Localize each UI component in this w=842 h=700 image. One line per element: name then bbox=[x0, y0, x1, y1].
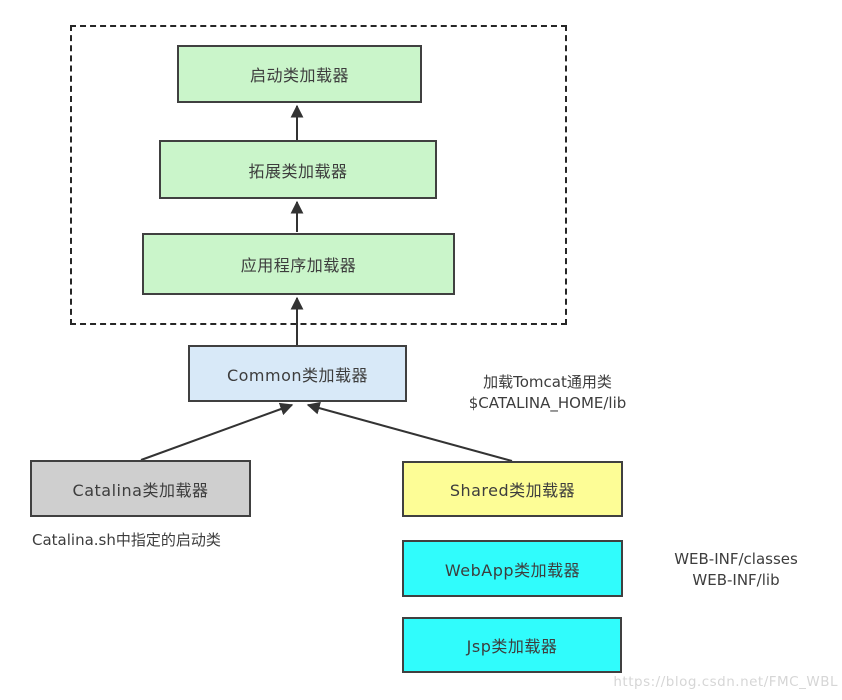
extension-classloader-box: 拓展类加载器 bbox=[159, 140, 437, 199]
bootstrap-classloader-box: 启动类加载器 bbox=[177, 45, 422, 103]
common-classloader-box: Common类加载器 bbox=[188, 345, 407, 402]
application-classloader-box: 应用程序加载器 bbox=[142, 233, 455, 295]
watermark-url: https://blog.csdn.net/FMC_WBL bbox=[613, 674, 838, 690]
catalina-classloader-box: Catalina类加载器 bbox=[30, 460, 251, 517]
jsp-classloader-label: Jsp类加载器 bbox=[466, 637, 558, 656]
shared-classloader-label: Shared类加载器 bbox=[449, 481, 576, 500]
extension-classloader-label: 拓展类加载器 bbox=[248, 161, 348, 181]
common-loader-note-line1: 加载Tomcat通用类 bbox=[483, 373, 612, 391]
jsp-classloader-box: Jsp类加载器 bbox=[402, 617, 622, 673]
common-loader-note-line2: $CATALINA_HOME/lib bbox=[468, 394, 627, 412]
webapp-loader-note-line2: WEB-INF/lib bbox=[692, 571, 780, 589]
jvm-classloader-group-border bbox=[70, 25, 567, 325]
catalina-loader-note: Catalina.sh中指定的启动类 bbox=[32, 531, 221, 549]
common-classloader-label: Common类加载器 bbox=[226, 365, 369, 385]
bootstrap-classloader-label: 启动类加载器 bbox=[249, 66, 349, 85]
catalina-classloader-label: Catalina类加载器 bbox=[72, 480, 209, 500]
arrow-catalina-to-common bbox=[140, 402, 294, 461]
webapp-classloader-box: WebApp类加载器 bbox=[402, 540, 623, 597]
shared-classloader-box: Shared类加载器 bbox=[402, 461, 623, 517]
webapp-loader-note-line1: WEB-INF/classes bbox=[674, 550, 798, 568]
webapp-classloader-label: WebApp类加载器 bbox=[444, 560, 581, 580]
common-loader-note: 加载Tomcat通用类 $CATALINA_HOME/lib bbox=[440, 372, 655, 414]
webapp-loader-note: WEB-INF/classes WEB-INF/lib bbox=[650, 549, 822, 591]
application-classloader-label: 应用程序加载器 bbox=[240, 256, 357, 275]
